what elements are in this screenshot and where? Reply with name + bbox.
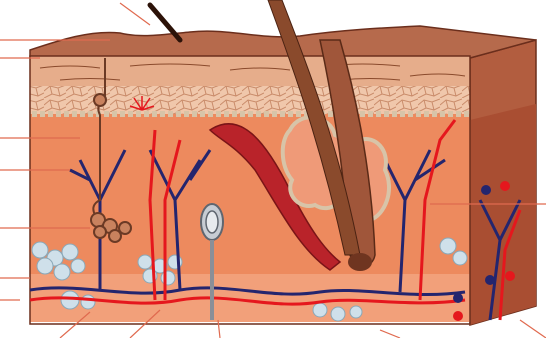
leader-line-7 [120,3,150,25]
leader-line-12 [380,330,400,338]
hair-bulb [348,253,372,271]
sweat-duct-coil [94,94,106,106]
leader-line-13 [520,320,546,338]
hypodermis-layer [30,274,470,322]
stratum-corneum [30,56,470,86]
leader-line-11 [218,320,220,338]
